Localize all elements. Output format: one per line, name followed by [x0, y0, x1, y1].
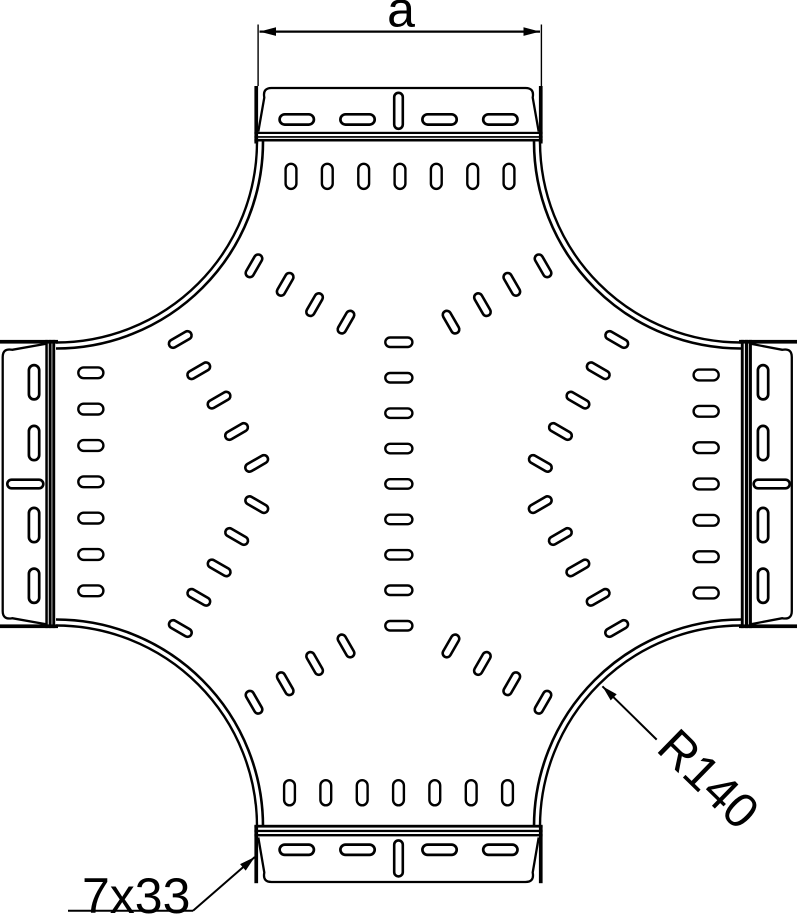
svg-text:a: a [387, 0, 415, 37]
svg-text:7x33: 7x33 [82, 868, 190, 918]
